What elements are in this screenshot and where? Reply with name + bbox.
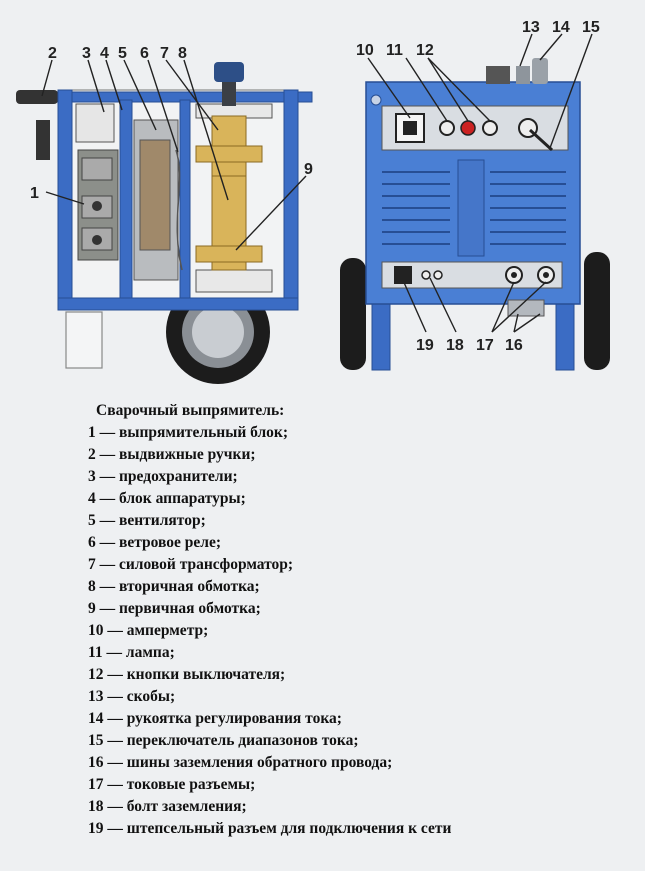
wind-relay [175,149,183,271]
callout-16: 16 [505,337,523,354]
callout-9: 9 [304,161,313,178]
brackets [516,66,530,84]
callout-2: 2 [48,45,57,62]
callout-8: 8 [178,45,187,62]
callout-12: 12 [416,42,434,59]
legend-item: 6 — ветровое реле; [88,534,222,551]
legend-item: 14 — рукоятка регулирования тока; [88,710,342,727]
legend-item: 7 — силовой трансформатор; [88,556,294,573]
legend-item: 3 — предохранители; [88,468,238,485]
callout-17: 17 [476,337,494,354]
vent-grilles [382,171,566,245]
legend-item: 2 — выдвижные ручки; [88,446,256,463]
current-adjust-handle [532,58,548,84]
legend-item: 8 — вторичная обмотка; [88,578,260,595]
lamp [439,120,455,136]
callout-19: 19 [416,337,434,354]
callout-5: 5 [118,45,127,62]
callout-18: 18 [446,337,464,354]
legend-item: 9 — первичная обмотка; [88,600,261,617]
side-view [16,62,313,384]
callout-11: 11 [386,42,403,59]
legend-item: 12 — кнопки выключателя; [88,666,286,683]
callout-7: 7 [160,45,169,62]
ground-bolt [421,270,431,280]
callout-6: 6 [140,45,149,62]
callout-4: 4 [100,45,109,62]
legend-item: 13 — скобы; [88,688,176,705]
legend-item: 18 — болт заземления; [88,798,247,815]
legend-item: 4 — блок аппаратуры; [88,490,246,507]
leader-lines [41,33,593,333]
legend-item: 11 — лампа; [88,644,175,661]
front-view [340,58,610,371]
front-wheel-right [584,252,610,370]
ground-busbars [507,299,545,317]
legend-item: 10 — амперметр; [88,622,209,639]
callout-3: 3 [82,45,91,62]
mains-socket [394,266,412,284]
legend-item: 17 — токовые разъемы; [88,776,256,793]
welding-rectifier-diagram: 1 2 3 4 5 6 7 8 9 10 11 12 13 14 15 16 1… [16,19,610,384]
pull-out-handle [36,120,50,160]
fuses [75,103,115,143]
legend-item: 1 — выпрямительный блок; [88,424,289,441]
legend-item: 15 — переключатель диапазонов тока; [88,732,359,749]
legend-title: Сварочный выпрямитель: [96,402,285,419]
legend: Сварочный выпрямитель: 1 — выпрямительны… [88,400,628,840]
legend-item: 19 — штепсельный разъем для подключения … [88,820,452,837]
legend-item: 16 — шины заземления обратного провода; [88,754,393,771]
legend-item: 5 — вентилятор; [88,512,206,529]
callout-15: 15 [582,19,600,36]
callout-10: 10 [356,42,374,59]
callout-13: 13 [522,19,540,36]
switch-button [482,120,498,136]
callout-1: 1 [30,185,39,202]
switch-button-red [460,120,476,136]
front-wheel-left [340,258,366,370]
callout-14: 14 [552,19,570,36]
